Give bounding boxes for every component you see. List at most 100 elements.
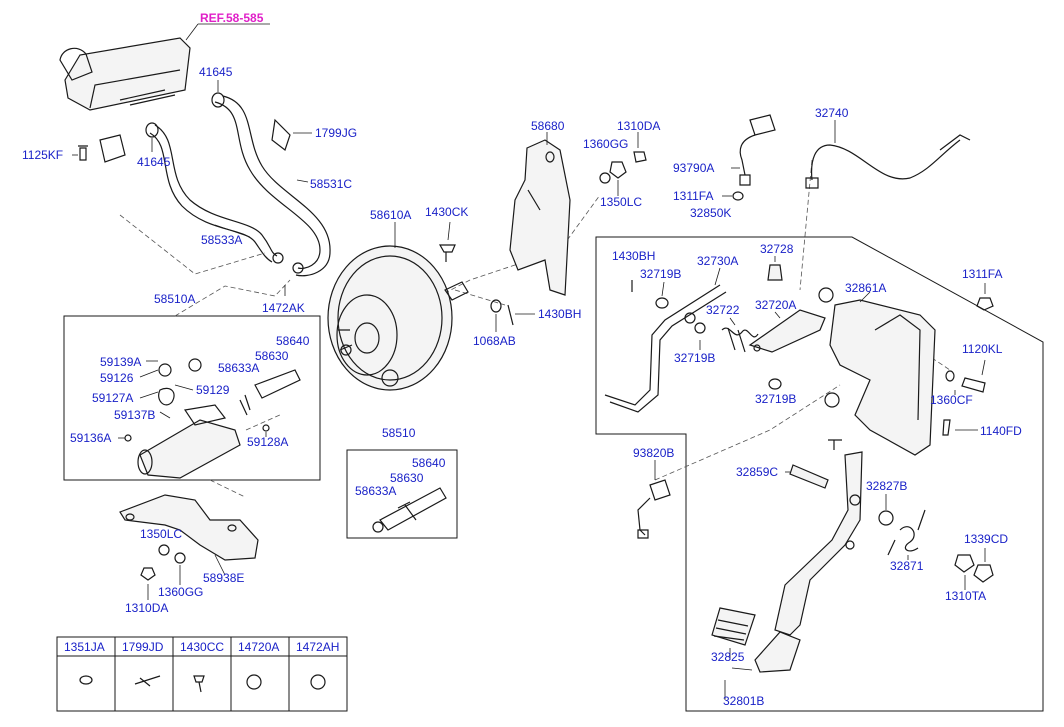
bracket-58680 (509, 139, 571, 296)
callout-1799JG: 1799JG (315, 126, 357, 140)
hose-clamp-41645-top (211, 92, 225, 108)
callout-58938E: 58938E (203, 571, 244, 585)
legend-header-1472AH: 1472AH (296, 640, 339, 654)
lever-32720A (748, 309, 826, 353)
brake-booster (327, 245, 469, 391)
legend-header-14720A: 14720A (238, 640, 279, 654)
callout-32728: 32728 (760, 242, 794, 256)
callout-59139A: 59139A (100, 355, 141, 369)
callout-1125KF: 1125KF (22, 148, 63, 162)
pedal-bracket-32861A (818, 287, 936, 456)
callout-32740: 32740 (815, 106, 849, 120)
callout-1430BH-mid: 1430BH (538, 307, 581, 321)
callout-59128A: 59128A (247, 435, 288, 449)
washer-1068AB (490, 299, 502, 313)
pedal-arm-32801B (754, 451, 863, 673)
callout-59136A: 59136A (70, 431, 111, 445)
callout-1310DA-top: 1310DA (617, 119, 660, 133)
callout-59129: 59129 (196, 383, 230, 397)
repair-kit-parts (372, 487, 447, 533)
callout-58531C: 58531C (310, 177, 352, 191)
callout-59137B: 59137B (114, 408, 155, 422)
nut-1339CD (954, 554, 975, 573)
callout-1350LC-bottom: 1350LC (140, 527, 182, 541)
cable-32740 (805, 134, 971, 189)
callout-1360GG-top: 1360GG (583, 137, 628, 151)
hose-clamp-41645-bottom (145, 122, 159, 138)
spring-32871 (887, 509, 926, 556)
pin-1430BH (507, 304, 514, 326)
callout-1350LC-top: 1350LC (600, 195, 642, 209)
callout-32720A: 32720A (755, 298, 796, 312)
bushing-32859C (789, 464, 829, 489)
caliper-assembly-box (63, 315, 321, 481)
screw-icon (193, 675, 205, 693)
callout-1360GG-bottom: 1360GG (158, 585, 203, 599)
callout-58610A: 58610A (370, 208, 411, 222)
bolt-1120KL (961, 377, 986, 393)
bracket-58938E (119, 494, 259, 561)
hose-58531C (214, 95, 331, 277)
clip-icon (134, 675, 161, 687)
callout-59126: 59126 (100, 371, 134, 385)
callout-32719B-c: 32719B (755, 392, 796, 406)
callout-1120KL: 1120KL (962, 342, 1003, 356)
reservoir-tank (59, 37, 191, 111)
hose-58533A (149, 124, 278, 263)
callout-58510A: 58510A (154, 292, 195, 306)
callout-32871: 32871 (890, 559, 924, 573)
repair-kit-box (346, 449, 458, 539)
callout-1310TA: 1310TA (945, 589, 986, 603)
callout-1140FD: 1140FD (980, 424, 1022, 438)
bolt-1125KF (78, 145, 88, 161)
sensor-connector (99, 134, 126, 163)
callout-1311FA-right: 1311FA (962, 267, 1002, 281)
stopper-32728 (767, 264, 783, 281)
callout-32825: 32825 (711, 650, 745, 664)
legend-header-1799JD: 1799JD (122, 640, 164, 654)
callout-58640-b: 58640 (412, 456, 446, 470)
ref-label[interactable]: REF.58-585 (200, 11, 264, 25)
callout-32859C: 32859C (736, 465, 778, 479)
pedal-assembly-box (595, 236, 1044, 712)
bushing-32827B (878, 510, 894, 526)
spring-32722 (721, 327, 759, 353)
callout-59127A: 59127A (92, 391, 133, 405)
callout-58633A-a: 58633A (218, 361, 259, 375)
stop-lamp-sensor-93790A (739, 114, 776, 186)
callout-1430BH-right: 1430BH (612, 249, 655, 263)
switch-93820B (637, 479, 671, 539)
callout-1360CF: 1360CF (930, 393, 973, 407)
hose-clamp-icon (310, 674, 326, 690)
callout-32850K: 32850K (690, 206, 731, 220)
legend-table (56, 636, 348, 712)
callout-93820B: 93820B (633, 446, 674, 460)
callout-1310DA-bottom: 1310DA (125, 601, 168, 615)
callout-32719B-b: 32719B (674, 351, 715, 365)
callout-41645-top: 41645 (199, 65, 233, 79)
callout-32861A: 32861A (845, 281, 886, 295)
washer-1360GG-top (599, 172, 611, 184)
callout-58630-a: 58630 (255, 349, 289, 363)
callout-1311FA-top: 1311FA (673, 189, 713, 203)
callout-32722: 32722 (706, 303, 740, 317)
clutch-rod-32730A (604, 284, 727, 413)
callout-1472AK: 1472AK (262, 301, 305, 315)
bolt-1430CK (438, 244, 456, 262)
callout-32730A: 32730A (697, 254, 738, 268)
nut-icon (79, 675, 93, 685)
callout-58510: 58510 (382, 426, 416, 440)
callout-1339CD: 1339CD (964, 532, 1008, 546)
bolt-near-pedal (828, 439, 842, 450)
legend-header-1430CC: 1430CC (180, 640, 224, 654)
callout-32827B: 32827B (866, 479, 907, 493)
nut-1310DA-top (609, 161, 627, 179)
callout-32801B: 32801B (723, 694, 764, 708)
callout-58630-b: 58630 (390, 471, 424, 485)
pedal-pad-32825 (711, 607, 756, 646)
callout-93790A: 93790A (673, 161, 714, 175)
callout-58533A: 58533A (201, 233, 242, 247)
callout-58640-a: 58640 (276, 334, 310, 348)
